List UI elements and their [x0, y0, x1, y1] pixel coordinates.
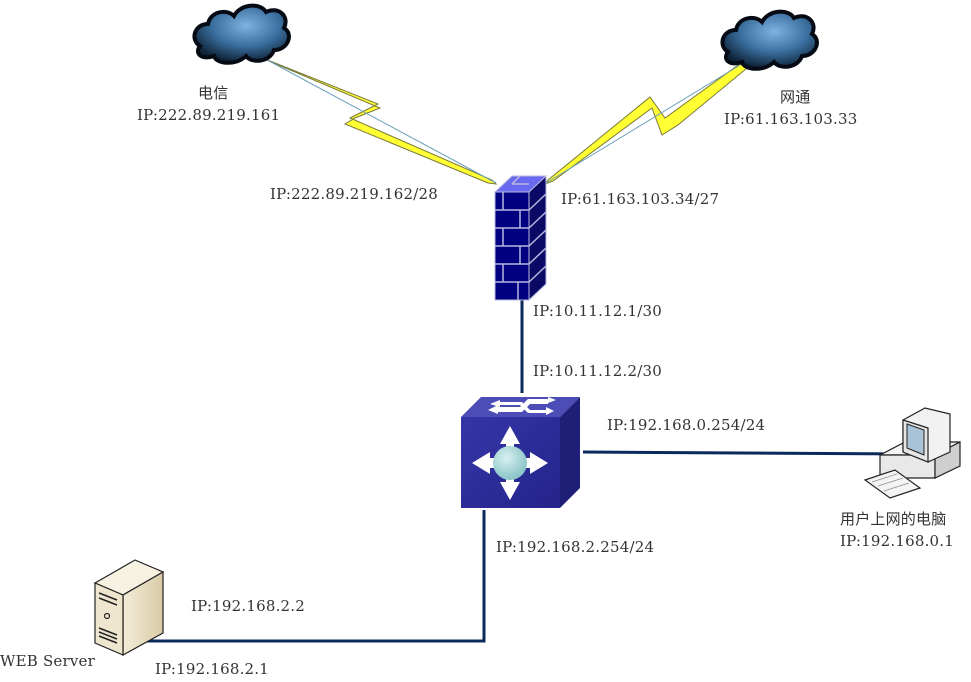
isp-telecom-name: 电信 — [198, 84, 229, 102]
lightning-bolt-icon — [543, 59, 753, 186]
wan-link-netcom — [543, 59, 753, 186]
server-tower-icon — [93, 559, 165, 657]
web-server-gateway-label: IP:192.168.2.1 — [155, 660, 269, 678]
web-server-ip: IP:192.168.2.2 — [191, 597, 305, 615]
user-pc-name: 用户上网的电脑 — [840, 510, 947, 528]
link-switch-web-server — [138, 510, 486, 643]
isp-netcom-name: 网通 — [780, 88, 811, 106]
desktop-pc-icon — [863, 407, 961, 499]
switch-user-vlan-ip: IP:192.168.0.254/24 — [607, 416, 766, 434]
firewall-lan-ip: IP:10.11.12.1/30 — [533, 302, 662, 320]
wan-link-telecom — [254, 54, 498, 185]
firewall-icon — [493, 174, 548, 302]
user-pc-ip: IP:192.168.0.1 — [840, 532, 954, 550]
web-server-name: WEB Server — [0, 652, 96, 670]
switch-uplink-ip: IP:10.11.12.2/30 — [533, 362, 662, 380]
cloud-icon-netcom — [720, 9, 819, 71]
firewall-wan2-ip: IP:61.163.103.34/27 — [561, 190, 720, 208]
firewall-wan1-ip: IP:222.89.219.162/28 — [270, 185, 438, 203]
cloud-icon-telecom — [192, 3, 291, 65]
link-switch-user-pc — [582, 450, 916, 456]
isp-telecom-ip: IP:222.89.219.161 — [137, 106, 281, 124]
lightning-bolt-icon — [254, 54, 498, 185]
switch-server-vlan-ip: IP:192.168.2.254/24 — [496, 538, 655, 556]
isp-netcom-ip: IP:61.163.103.33 — [724, 110, 858, 128]
layer3-switch-icon — [461, 397, 580, 508]
